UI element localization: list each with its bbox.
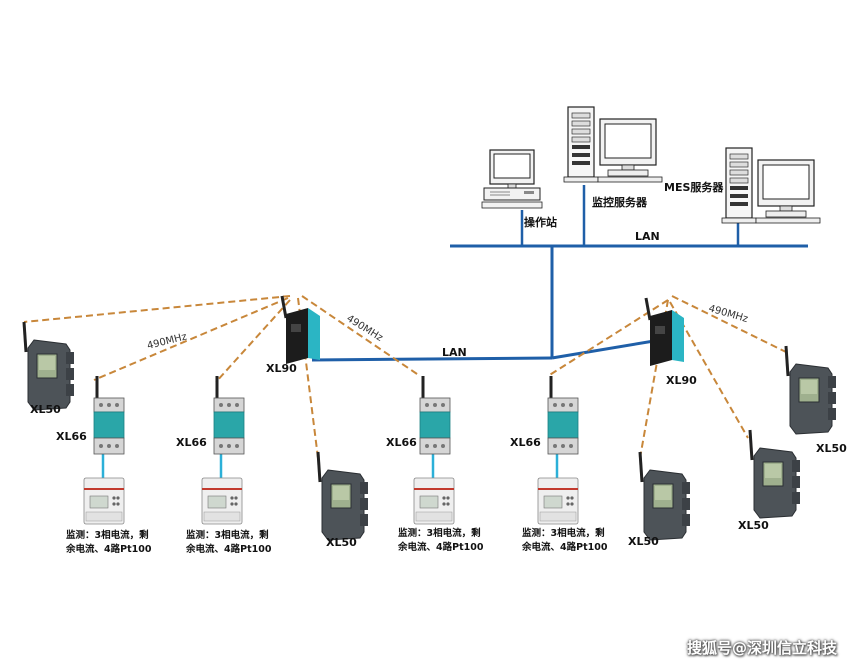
xl66-module-a-icon (92, 374, 126, 456)
xl66-module-c-icon (418, 374, 452, 456)
monitor-server-label: 监控服务器 (592, 195, 648, 209)
xl50-sensor-b-icon (316, 450, 370, 542)
gateway-left-icon (280, 294, 322, 366)
meter-d-caption-2: 余电流、4路Pt100 (521, 541, 608, 553)
xl50-b-label: XL50 (326, 536, 357, 549)
xl50-sensor-d-icon (748, 428, 802, 520)
operator-station-pc-icon (481, 149, 543, 209)
xl66-module-d-icon (546, 374, 580, 456)
xl50-c-label: XL50 (628, 535, 659, 548)
meter-a-caption-2: 余电流、4路Pt100 (65, 543, 152, 555)
xl66-c-label: XL66 (386, 436, 417, 449)
freq-label-right: 490MHz (707, 303, 749, 325)
monitor-server-icon (563, 106, 663, 183)
mes-server-icon (721, 147, 821, 224)
gateway-left-label: XL90 (266, 362, 297, 375)
xl66-module-b-icon (212, 374, 246, 456)
xl50-sensor-a-icon (22, 320, 76, 412)
xl66-d-label: XL66 (510, 436, 541, 449)
field-lan-left (311, 356, 553, 362)
meter-c-icon (413, 477, 455, 525)
top-lan-label: LAN (635, 230, 660, 243)
meter-b-caption-1: 监测：3相电流，剩 (186, 529, 269, 541)
xl50-a-label: XL50 (30, 403, 61, 416)
operator-station-label: 操作站 (524, 215, 557, 229)
meter-a-caption-1: 监测：3相电流，剩 (66, 529, 149, 541)
gateway-right-icon (644, 296, 686, 368)
xl50-d-label: XL50 (738, 519, 769, 532)
watermark: 搜狐号@深圳信立科技 (686, 639, 837, 657)
xl50-sensor-e-icon (784, 344, 838, 436)
gateway-right-label: XL90 (666, 374, 697, 387)
xl66-a-label: XL66 (56, 430, 87, 443)
xl66-b-label: XL66 (176, 436, 207, 449)
meter-wired-links (101, 452, 559, 478)
xl50-e-label: XL50 (816, 442, 847, 455)
meter-c-caption-1: 监测：3相电流，剩 (398, 527, 481, 539)
xl50-sensor-c-icon (638, 450, 692, 542)
freq-label-left-a: 490MHz (146, 331, 188, 351)
meter-d-icon (537, 477, 579, 525)
mes-server-label: MES服务器 (664, 180, 724, 194)
field-lan-label: LAN (442, 346, 467, 359)
meter-b-caption-2: 余电流、4路Pt100 (185, 543, 272, 555)
meter-a-icon (83, 477, 125, 525)
field-lan-right (551, 338, 661, 360)
meter-d-caption-1: 监测：3相电流，剩 (522, 527, 605, 539)
meter-c-caption-2: 余电流、4路Pt100 (397, 541, 484, 553)
meter-b-icon (201, 477, 243, 525)
